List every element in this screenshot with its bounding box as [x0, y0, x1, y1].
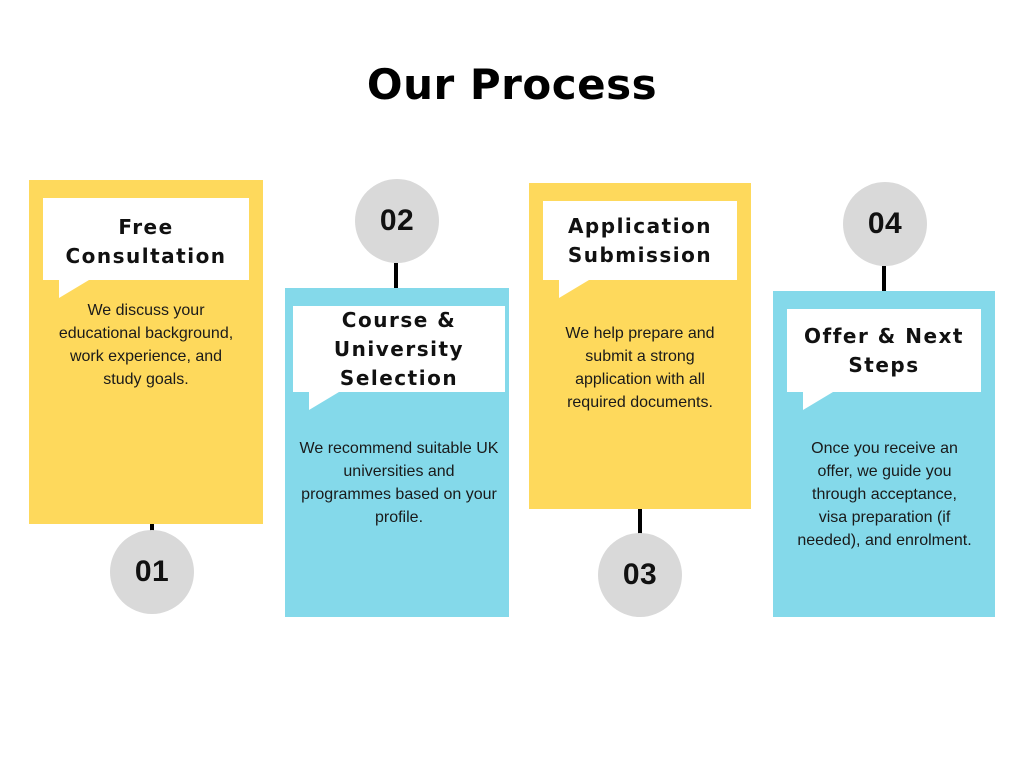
step-2-title-bubble: Course & University Selection [293, 306, 505, 410]
step-1-connector [150, 520, 154, 534]
step-4-description: Once you receive an offer, we guide you … [797, 440, 972, 549]
step-2-card: Course & University Selection We recomme… [285, 288, 509, 617]
step-3-title: Application Submission [567, 213, 713, 267]
step-2-title: Course & University Selection [333, 307, 465, 390]
step-2-description: We recommend suitable UK universities an… [299, 440, 499, 526]
step-3-description: We help prepare and submit a strong appl… [565, 325, 715, 411]
step-1-title: Free Consultation [65, 215, 227, 268]
step-3-title-bubble: Application Submission [543, 201, 737, 298]
step-3-number-badge: 03 [598, 533, 682, 617]
step-4-title: Offer & Next Steps [804, 323, 964, 377]
step-1-number: 01 [134, 555, 170, 588]
step-4-connector [882, 266, 886, 292]
step-1-card: Free Consultation We discuss your educat… [29, 180, 263, 524]
step-2-number-badge: 02 [355, 179, 439, 263]
page-title: Our Process [366, 60, 658, 109]
step-3-number: 03 [622, 558, 658, 591]
step-4-card: Offer & Next Steps Once you receive an o… [773, 291, 995, 617]
step-4-title-bubble: Offer & Next Steps [787, 309, 981, 410]
step-1-number-badge: 01 [110, 530, 194, 614]
step-2-number: 02 [379, 204, 415, 237]
step-1-description: We discuss your educational background, … [58, 302, 234, 388]
step-2-connector [394, 263, 398, 289]
step-4-number-badge: 04 [843, 182, 927, 266]
step-1-title-bubble: Free Consultation [43, 198, 249, 298]
step-4-number: 04 [867, 207, 903, 240]
step-3-card: Application Submission We help prepare a… [529, 183, 751, 509]
step-3-connector [638, 505, 642, 535]
